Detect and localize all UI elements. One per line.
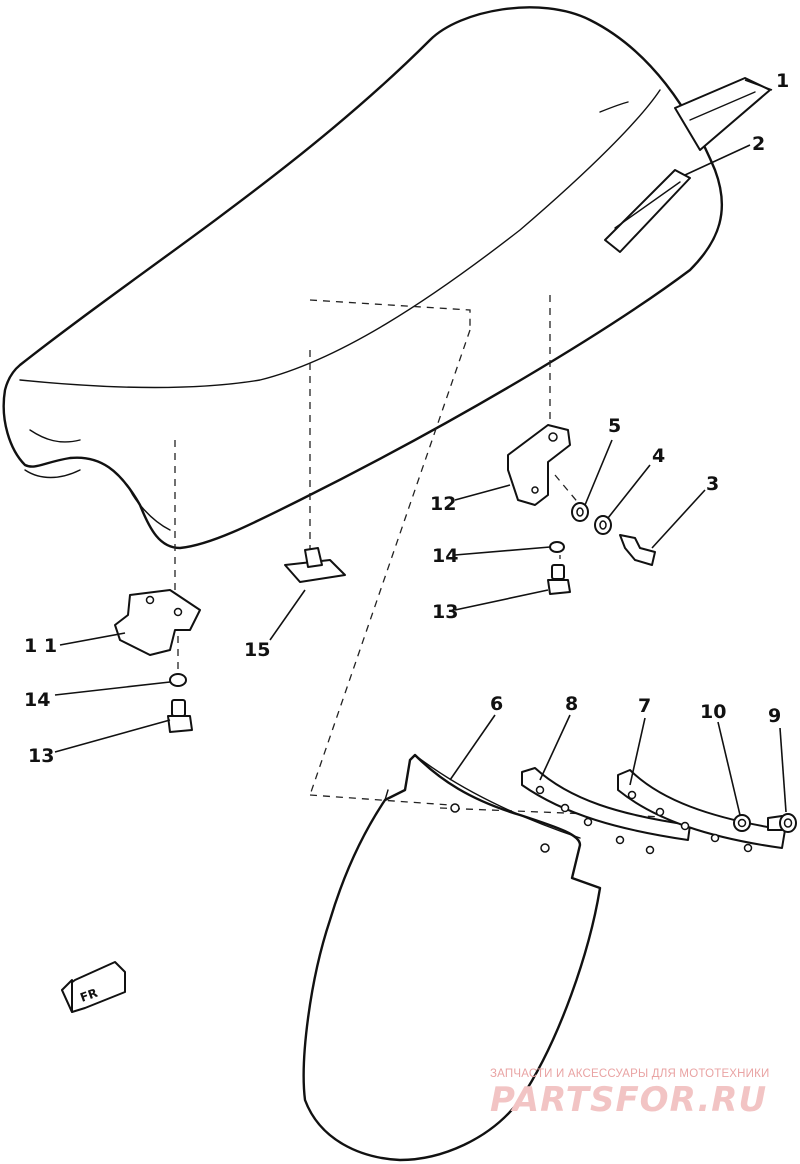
reinforcement-plate-7 (617, 769, 786, 853)
nut-plate (284, 547, 346, 583)
washer-right (549, 541, 565, 553)
callout-10: 10 (700, 701, 726, 723)
callout-2: 2 (752, 133, 765, 155)
front-direction-badge: FR (61, 961, 126, 1013)
callout-1: 1 (776, 70, 789, 92)
callout-11: 1 1 (24, 635, 57, 657)
callout-13-right: 13 (432, 601, 458, 623)
callout-12: 12 (430, 493, 456, 515)
bolt-right (547, 564, 571, 595)
nut-10 (733, 814, 751, 832)
collar-washer (571, 502, 589, 522)
front-seat-bracket (114, 589, 201, 656)
bolt-left (167, 699, 193, 733)
callout-7: 7 (638, 695, 651, 717)
callout-14-left: 14 (24, 689, 50, 711)
callout-4: 4 (652, 445, 665, 467)
rear-seat-bracket (507, 424, 571, 506)
rear-flap (302, 753, 602, 1162)
mounting-guide-lines (174, 295, 741, 821)
watermark-tagline: ЗАПЧАСТИ И АКСЕССУАРЫ ДЛЯ МОТОТЕХНИКИ (490, 1068, 770, 1080)
callout-9: 9 (768, 705, 781, 727)
bolt-3 (619, 534, 656, 566)
callout-3: 3 (706, 473, 719, 495)
washer-left (169, 673, 187, 687)
seat (2, 6, 771, 550)
watermark-brand: PARTSFOR.RU (490, 1080, 768, 1120)
bolt-9 (767, 813, 797, 833)
callout-14-right: 14 (432, 545, 458, 567)
callout-15: 15 (244, 639, 270, 661)
seat-emblem (604, 169, 691, 253)
callout-8: 8 (565, 693, 578, 715)
lock-washer (594, 515, 612, 535)
callout-6: 6 (490, 693, 503, 715)
leader-lines (54, 79, 787, 816)
front-badge-text: FR (78, 986, 99, 1005)
reinforcement-plate-8 (521, 767, 691, 855)
callout-5: 5 (608, 415, 621, 437)
callout-13-left: 13 (28, 745, 54, 767)
